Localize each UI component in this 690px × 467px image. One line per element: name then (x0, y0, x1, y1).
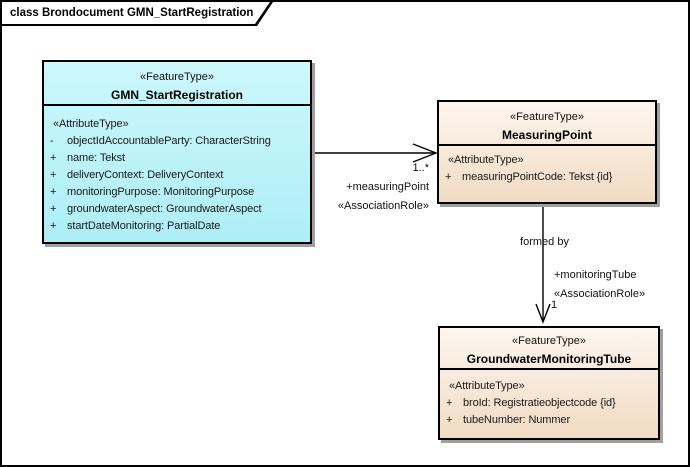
visibility-symbol: + (50, 186, 57, 198)
frame-label-tab-fill (2, 2, 270, 24)
attribute-text: name: Tekst (67, 152, 126, 164)
visibility-symbol: + (446, 414, 453, 426)
attribute-row: - objectIdAccountableParty: CharacterStr… (44, 133, 310, 150)
class-name: GMN_StartRegistration (110, 88, 244, 102)
visibility-symbol: + (446, 397, 453, 409)
visibility-symbol: + (50, 203, 57, 215)
association-stereotype-label: «AssociationRole» (337, 200, 429, 212)
attribute-text: tubeNumber: Nummer (463, 414, 571, 426)
attribute-row: + startDateMonitoring: PartialDate (44, 218, 310, 235)
frame-label-tab: class Brondocument GMN_StartRegistration (2, 2, 273, 26)
attribute-compartment: «AttributeType» + broId: Registratieobje… (440, 370, 658, 429)
attribute-stereotype: «AttributeType» (449, 380, 525, 392)
attribute-row: + deliveryContext: DeliveryContext (44, 167, 310, 184)
attribute-row: + tubeNumber: Nummer (440, 412, 658, 429)
attribute-stereotype: «AttributeType» (53, 118, 129, 130)
attribute-text: groundwaterAspect: GroundwaterAspect (67, 203, 262, 215)
attribute-text: broId: Registratieobjectcode {id} (463, 397, 616, 409)
visibility-symbol: + (445, 171, 452, 183)
class-groundwatermonitoringtube[interactable]: «FeatureType» GroundwaterMonitoringTube … (438, 326, 660, 440)
visibility-symbol: + (50, 152, 57, 164)
class-header: «FeatureType» MeasuringPoint (439, 102, 655, 146)
association-measuringpoint-labels: 1..* +measuringPoint «AssociationRole» (338, 159, 429, 216)
class-name: MeasuringPoint (501, 128, 592, 142)
diagram-title: class Brondocument GMN_StartRegistration (10, 7, 254, 19)
class-measuringpoint[interactable]: «FeatureType» MeasuringPoint «AttributeT… (437, 100, 657, 204)
class-stereotype: «FeatureType» (510, 111, 584, 123)
attribute-row: + groundwaterAspect: GroundwaterAspect (44, 201, 310, 218)
attribute-text: objectIdAccountableParty: CharacterStrin… (67, 135, 271, 147)
attribute-stereotype: «AttributeType» (448, 154, 524, 166)
association-stereotype-label: «AssociationRole» (554, 287, 646, 300)
class-stereotype: «FeatureType» (140, 71, 214, 83)
multiplicity-label: 1..* (412, 162, 429, 174)
visibility-symbol: + (50, 220, 57, 232)
role-label: +measuringPoint (346, 181, 429, 193)
attribute-row: + monitoringPurpose: MonitoringPurpose (44, 184, 310, 201)
attribute-compartment: «AttributeType» - objectIdAccountablePar… (44, 106, 310, 235)
class-header: «FeatureType» GMN_StartRegistration (44, 62, 310, 106)
association-name-label: formed by (520, 236, 569, 248)
class-header: «FeatureType» GroundwaterMonitoringTube (440, 328, 658, 370)
attribute-row: + measuringPointCode: Tekst {id} (439, 169, 655, 186)
attribute-row: + broId: Registratieobjectcode {id} (440, 395, 658, 412)
association-monitoringtube-connector[interactable] (535, 205, 551, 324)
role-label: +monitoringTube (554, 269, 637, 281)
attribute-text: measuringPointCode: Tekst {id} (462, 171, 613, 183)
attribute-row: + name: Tekst (44, 150, 310, 167)
multiplicity-label: 1 (551, 299, 558, 311)
attribute-text: monitoringPurpose: MonitoringPurpose (67, 186, 255, 198)
visibility-symbol: + (50, 169, 57, 181)
attribute-text: startDateMonitoring: PartialDate (67, 220, 221, 232)
attribute-compartment: «AttributeType» + measuringPointCode: Te… (439, 146, 655, 186)
class-stereotype: «FeatureType» (512, 335, 586, 347)
attribute-text: deliveryContext: DeliveryContext (67, 169, 224, 181)
visibility-symbol: - (50, 135, 54, 147)
association-monitoringtube-labels: +monitoringTube «AssociationRole» (554, 266, 645, 303)
class-gmn-startregistration[interactable]: «FeatureType» GMN_StartRegistration «Att… (42, 60, 312, 244)
class-name: GroundwaterMonitoringTube (466, 352, 632, 366)
